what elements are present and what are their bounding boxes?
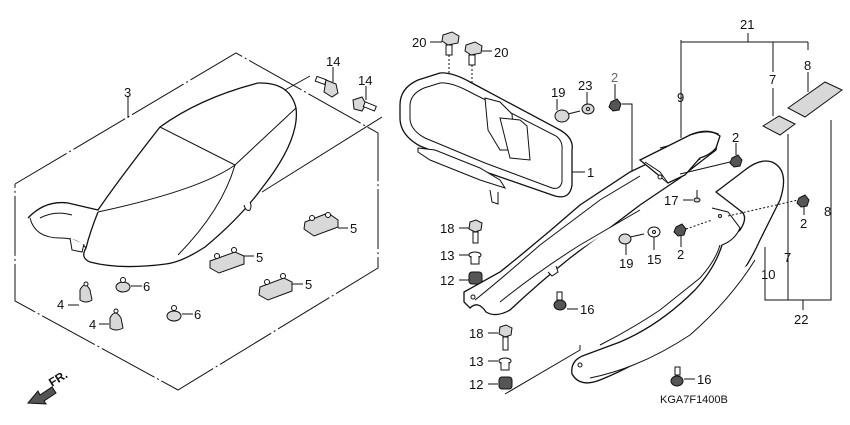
callout-19-top: 19: [551, 85, 565, 100]
callout-20a: 20: [412, 35, 426, 50]
callout-1: 1: [587, 165, 594, 180]
callout-6b: 6: [194, 307, 201, 322]
collar-13-b[interactable]: [498, 357, 512, 371]
callout-19-lower: 19: [619, 256, 633, 271]
callout-15: 15: [647, 252, 661, 267]
nut-2-center[interactable]: [729, 154, 743, 168]
bolt-16-a[interactable]: [553, 291, 567, 311]
callout-21: 21: [740, 17, 754, 32]
bolt-19-lower[interactable]: [618, 233, 645, 245]
callout-5c: 5: [305, 277, 312, 292]
drawing-code: KGA7F1400B: [660, 394, 728, 406]
emblem-7[interactable]: [761, 115, 796, 136]
bolt-18-a[interactable]: [468, 219, 483, 244]
callout-18a: 18: [440, 221, 454, 236]
callout-2-top: 2: [611, 70, 618, 85]
callout-12a: 12: [440, 273, 454, 288]
callout-7-bottom: 7: [784, 250, 791, 265]
bolt-14-a[interactable]: [314, 75, 339, 98]
callout-4a: 4: [57, 297, 64, 312]
screw-17[interactable]: [693, 190, 701, 203]
callout-6a: 6: [143, 279, 150, 294]
collar-15[interactable]: [647, 226, 661, 238]
nut-2-center-line: [679, 161, 731, 175]
callout-16a: 16: [580, 302, 594, 317]
rear-cowl-group: 9 21 7 8 2 17: [571, 17, 843, 406]
grommet-6-b[interactable]: [166, 305, 182, 322]
callout-18b: 18: [469, 326, 483, 341]
callout-8-top: 8: [804, 58, 811, 73]
callout-2-lower: 2: [677, 247, 684, 262]
callout-14a: 14: [326, 54, 340, 69]
callout-4b: 4: [89, 317, 96, 332]
nut-2-lower-axis: [685, 219, 713, 230]
cushion-5-a[interactable]: [303, 212, 339, 237]
nut-2-lower[interactable]: [673, 223, 687, 237]
bolt-19-top[interactable]: [554, 109, 581, 123]
front-direction-arrow: FR.: [26, 367, 70, 405]
collar-13-a[interactable]: [468, 251, 482, 265]
cushion-5-c[interactable]: [258, 273, 293, 301]
bolt-20-a[interactable]: [441, 31, 460, 56]
bolt-20-b[interactable]: [464, 41, 483, 66]
seat-group-outline: [14, 52, 379, 391]
callout-13a: 13: [440, 248, 454, 263]
callout-8-right: 8: [824, 204, 831, 219]
seat-bolt-line: [284, 75, 311, 91]
callout-5a: 5: [350, 221, 357, 236]
callout-23: 23: [578, 78, 592, 93]
seat-rail-left[interactable]: [463, 130, 719, 316]
nut-2-top-line: [622, 103, 640, 173]
cushion-4-a[interactable]: [79, 281, 93, 303]
bolt-18-b[interactable]: [498, 324, 513, 351]
callout-14b: 14: [358, 73, 372, 88]
callout-10: 10: [761, 267, 775, 282]
callout-13b: 13: [469, 354, 483, 369]
callout-3: 3: [124, 85, 131, 100]
callout-17: 17: [664, 193, 678, 208]
bracket-22: [764, 120, 832, 301]
seat-group: 3 14 14 5 5: [14, 52, 383, 405]
seat[interactable]: [27, 82, 298, 268]
cushion-5-b[interactable]: [209, 247, 245, 274]
callout-5b: 5: [256, 250, 263, 265]
callout-20b: 20: [494, 45, 508, 60]
callout-2-center: 2: [732, 130, 739, 145]
callout-7-top: 7: [769, 72, 776, 87]
rear-cowl-side[interactable]: [571, 160, 799, 384]
callout-16b: 16: [697, 372, 711, 387]
callout-22: 22: [794, 312, 808, 327]
grab-rail[interactable]: [399, 72, 573, 205]
grab-rail-group: 20 20 1 19 23: [399, 31, 719, 395]
cushion-4-b[interactable]: [109, 308, 124, 331]
nut-2-right[interactable]: [796, 194, 810, 208]
callout-12b: 12: [469, 377, 483, 392]
emblem-8[interactable]: [787, 81, 843, 118]
bolt-16-b[interactable]: [670, 366, 684, 387]
nut-2-top[interactable]: [608, 98, 622, 112]
callout-9: 9: [677, 90, 684, 105]
grommet-12b-line: [504, 345, 581, 395]
bolt-14-b[interactable]: [352, 96, 377, 112]
grommet-6-a[interactable]: [115, 277, 131, 293]
fr-label: FR.: [46, 367, 70, 389]
grommet-12-a[interactable]: [468, 271, 483, 285]
seat-bolt-line-2: [261, 116, 383, 193]
collar-23[interactable]: [581, 103, 595, 115]
rear-center-cowl[interactable]: [638, 131, 721, 184]
callout-2-right: 2: [800, 216, 807, 231]
grommet-12-b[interactable]: [498, 376, 513, 390]
